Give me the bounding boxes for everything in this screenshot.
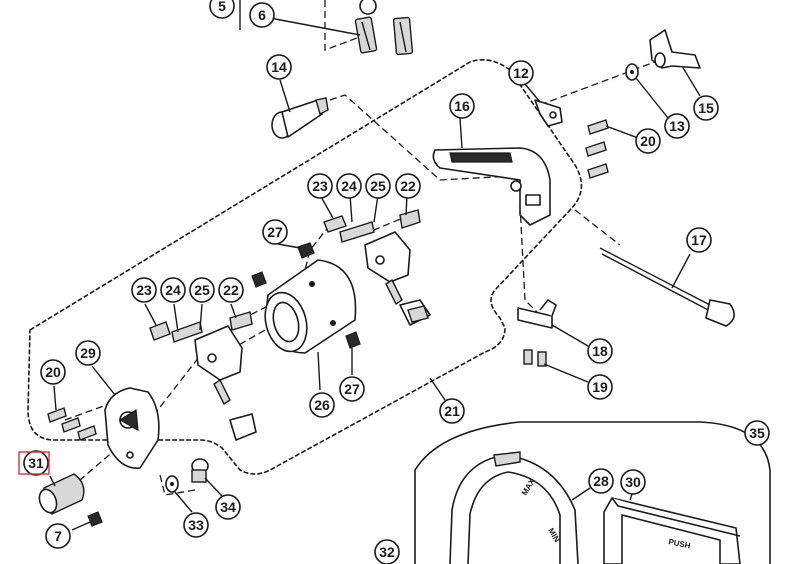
svg-text:19: 19 bbox=[592, 379, 608, 395]
callout-30: 30 bbox=[620, 469, 646, 495]
svg-text:34: 34 bbox=[220, 499, 236, 515]
sleeve-31 bbox=[38, 473, 85, 515]
push-mark: PUSH bbox=[668, 537, 692, 550]
callout-12: 12 bbox=[508, 60, 534, 86]
callout-27-upper: 27 bbox=[262, 219, 288, 245]
callout-25-upper: 25 bbox=[365, 173, 391, 199]
svg-text:29: 29 bbox=[80, 345, 96, 361]
callout-31-highlight bbox=[18, 451, 50, 475]
frame-30: PUSH bbox=[603, 497, 741, 564]
svg-text:20: 20 bbox=[640, 133, 656, 149]
callout-32: 32 bbox=[374, 539, 400, 564]
svg-text:18: 18 bbox=[592, 343, 608, 359]
callout-21: 21 bbox=[439, 398, 465, 424]
screws-20-lower bbox=[47, 407, 97, 441]
push-rod-17 bbox=[599, 247, 735, 327]
svg-text:12: 12 bbox=[513, 65, 529, 81]
ring-28: MAX MIN bbox=[449, 451, 579, 564]
svg-text:27: 27 bbox=[267, 224, 283, 240]
bracket-18 bbox=[517, 299, 557, 329]
latch-12 bbox=[534, 99, 563, 127]
callout-17: 17 bbox=[686, 227, 712, 253]
svg-text:26: 26 bbox=[314, 397, 330, 413]
callout-15: 15 bbox=[693, 95, 719, 121]
washer-33 bbox=[165, 475, 179, 493]
callout-22-lower: 22 bbox=[218, 277, 244, 303]
svg-text:24: 24 bbox=[341, 178, 357, 194]
callout-26: 26 bbox=[309, 392, 335, 418]
callout-14: 14 bbox=[266, 54, 292, 80]
svg-text:25: 25 bbox=[370, 178, 386, 194]
nut-27-top bbox=[297, 242, 315, 259]
svg-text:33: 33 bbox=[188, 517, 204, 533]
callout-18: 18 bbox=[587, 338, 613, 364]
callout-27-lower: 27 bbox=[339, 376, 365, 402]
svg-text:14: 14 bbox=[271, 59, 287, 75]
callout-13: 13 bbox=[664, 113, 690, 139]
callout-5: 5 bbox=[209, 0, 235, 19]
callout-29: 29 bbox=[75, 340, 101, 366]
svg-text:28: 28 bbox=[593, 473, 609, 489]
callout-31: 31 bbox=[18, 450, 50, 476]
callout-7: 7 bbox=[45, 523, 71, 549]
callout-20-upper: 20 bbox=[635, 128, 661, 154]
nut-27-left bbox=[251, 271, 267, 288]
screws-6 bbox=[354, 0, 414, 56]
callout-6: 6 bbox=[249, 2, 275, 28]
callout-35: 35 bbox=[744, 420, 770, 446]
rocker-assembly-lower bbox=[149, 311, 257, 441]
callout-28: 28 bbox=[588, 468, 614, 494]
rocker-assembly-upper bbox=[323, 209, 431, 326]
screws-20-upper bbox=[585, 119, 609, 179]
callout-24-upper: 24 bbox=[336, 173, 362, 199]
callout-24-lower: 24 bbox=[160, 277, 186, 303]
svg-text:5: 5 bbox=[218, 0, 226, 14]
housing-35-outline bbox=[414, 421, 771, 564]
svg-text:24: 24 bbox=[165, 282, 181, 298]
callout-22-upper: 22 bbox=[395, 173, 421, 199]
washer-13 bbox=[625, 63, 639, 81]
screws-19 bbox=[523, 349, 547, 367]
slotted-bracket-16 bbox=[432, 147, 551, 226]
svg-text:17: 17 bbox=[691, 232, 707, 248]
nut-27-right bbox=[345, 331, 361, 349]
screw-34 bbox=[191, 458, 209, 483]
svg-text:21: 21 bbox=[444, 403, 460, 419]
svg-text:13: 13 bbox=[669, 118, 685, 134]
svg-text:23: 23 bbox=[136, 282, 152, 298]
callout-19: 19 bbox=[587, 374, 613, 400]
callout-23-lower: 23 bbox=[131, 277, 157, 303]
callout-16: 16 bbox=[449, 93, 475, 119]
svg-text:20: 20 bbox=[45, 364, 61, 380]
assembly-21-outline bbox=[27, 59, 583, 475]
svg-text:32: 32 bbox=[379, 544, 395, 560]
svg-text:15: 15 bbox=[698, 100, 714, 116]
shoulder-screw-14 bbox=[271, 97, 329, 139]
svg-text:6: 6 bbox=[258, 7, 266, 23]
callout-33: 33 bbox=[183, 512, 209, 538]
svg-text:23: 23 bbox=[312, 178, 328, 194]
callout-34: 34 bbox=[215, 494, 241, 520]
svg-text:7: 7 bbox=[54, 528, 62, 544]
svg-text:16: 16 bbox=[454, 98, 470, 114]
plate-29 bbox=[104, 387, 160, 469]
svg-text:25: 25 bbox=[194, 282, 210, 298]
svg-text:30: 30 bbox=[625, 474, 641, 490]
svg-text:27: 27 bbox=[344, 381, 360, 397]
svg-text:35: 35 bbox=[749, 425, 765, 441]
wingnut-15 bbox=[649, 29, 701, 69]
cylinder-26 bbox=[264, 259, 357, 354]
set-screw-7 bbox=[87, 511, 103, 527]
svg-text:22: 22 bbox=[400, 178, 416, 194]
callout-20-lower: 20 bbox=[40, 359, 66, 385]
svg-text:22: 22 bbox=[223, 282, 239, 298]
svg-text:31: 31 bbox=[28, 455, 44, 471]
callout-23-upper: 23 bbox=[307, 173, 333, 199]
callout-25-lower: 25 bbox=[189, 277, 215, 303]
